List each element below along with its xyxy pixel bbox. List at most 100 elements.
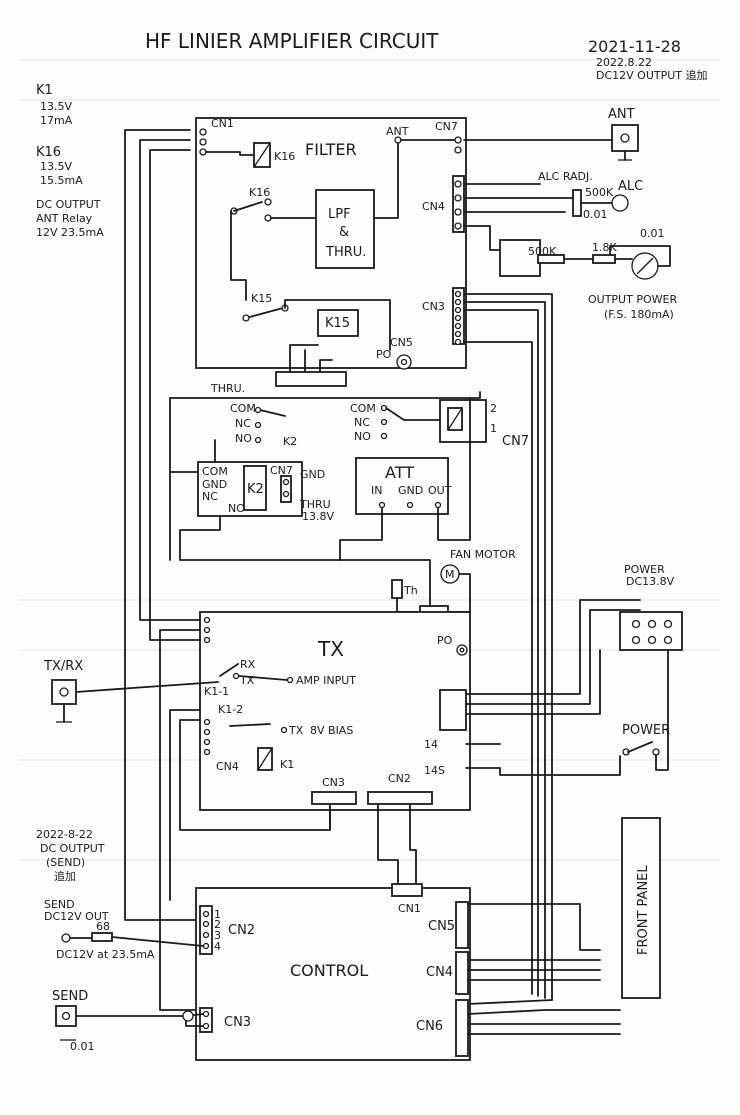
- k1-2-label: K1-2: [218, 703, 243, 716]
- filter-cn4-label: CN4: [422, 200, 445, 213]
- front-panel: FRONT PANEL: [621, 817, 661, 999]
- power-connector: [619, 611, 683, 651]
- tx-cn4-label: CN4: [216, 760, 239, 773]
- dc-output-note: DC OUTPUT: [36, 198, 101, 211]
- control-board-outline: [195, 887, 471, 1061]
- thermistor: [391, 579, 403, 599]
- k2-label: K2: [283, 435, 297, 448]
- att-out: OUT: [428, 484, 452, 497]
- filter-title: FILTER: [305, 140, 357, 159]
- filter-board: FILTER CN1 K16 K16 LPF & THRU. ANT K15 K…: [195, 117, 467, 395]
- front-panel-label: FRONT PANEL: [636, 865, 651, 955]
- k1-1-label: K1-1: [204, 685, 229, 698]
- k16-note-current: 15.5mA: [40, 174, 83, 187]
- tx-rx-pin-label: RX: [240, 658, 256, 671]
- inner-nc: NC: [202, 490, 218, 503]
- inner-k2-label: K2: [247, 482, 264, 497]
- power-switch-label: POWER: [622, 723, 670, 738]
- send-label: SEND: [52, 989, 88, 1004]
- output-section: ANT ALC RADJ. 500K 0.01 ALC 500K 1.8K 0.…: [463, 107, 677, 1001]
- cn7-com-label: COM: [350, 402, 376, 415]
- meter-500k-label: 500K: [528, 245, 557, 258]
- dc-note-date: 2022-8-22: [36, 828, 93, 841]
- cn7-relay: [439, 399, 487, 443]
- left-bus-wires: [124, 129, 331, 1011]
- dc-note-added: 追加: [54, 869, 76, 883]
- inner-no: NO: [228, 502, 245, 515]
- k16-note-voltage: 13.5V: [40, 160, 72, 173]
- tx-title: TX: [317, 637, 344, 661]
- meter-0.01-label: 0.01: [640, 227, 665, 240]
- lpf-amp: &: [339, 225, 349, 240]
- ant-label: ANT: [608, 107, 635, 122]
- txrx-label: TX/RX: [43, 659, 83, 674]
- resistor-68: [91, 932, 113, 942]
- cn2-pin-1: 1: [214, 908, 221, 921]
- k1-relay-label: K1: [280, 758, 294, 771]
- inner-gnd: GND: [202, 478, 227, 491]
- meter-rectifier: [499, 239, 541, 277]
- k1-note-current: 17mA: [40, 114, 73, 127]
- filter-cn3-label: CN3: [422, 300, 445, 313]
- ant-relay-rating: 12V 23.5mA: [36, 226, 104, 239]
- att-in: IN: [371, 484, 382, 497]
- cn7-no-label: NO: [354, 430, 371, 443]
- send-dc-jack: [61, 933, 71, 943]
- filter-po-label: PO: [376, 348, 392, 361]
- lpf-thru-block: [315, 189, 375, 269]
- alc-label: ALC: [618, 179, 643, 194]
- inner-cn7-label: CN7: [270, 464, 293, 477]
- att-box: [355, 457, 449, 515]
- revision-note: DC12V OUTPUT 追加: [596, 68, 708, 82]
- fan-m: M: [445, 568, 455, 581]
- k15-switch-label: K15: [251, 292, 272, 305]
- diagram-title: HF LINIER AMPLIFIER CIRCUIT: [145, 29, 439, 53]
- att-block: ATT IN GND OUT: [339, 397, 471, 561]
- k1-note-voltage: 13.5V: [40, 100, 72, 113]
- tx-po-label: PO: [437, 634, 453, 647]
- txrx-connector: TX/RX: [43, 659, 219, 723]
- meter-1.8k-label: 1.8K: [592, 241, 617, 254]
- k2-com-label: COM: [230, 402, 256, 415]
- power-label: POWER: [624, 563, 665, 576]
- send-dc-out-label: DC12V OUT: [44, 910, 109, 923]
- control-cn1-label: CN1: [398, 902, 421, 915]
- control-title: CONTROL: [290, 961, 368, 980]
- alc-500k-label: 500K: [585, 186, 614, 199]
- tx-board: TX RX TX K1-1 AMP INPUT K1-2 TX 8V BIAS …: [199, 599, 641, 811]
- tx-cn2-label: CN2: [388, 772, 411, 785]
- filter-ant-label: ANT: [386, 125, 409, 138]
- control-board: CONTROL CN1 1 2 3 4 CN2 CN3 CN5 CN4 CN6: [195, 803, 621, 1061]
- dc-23ma-label: DC12V at 23.5mA: [56, 948, 155, 961]
- gnd-label: GND: [300, 468, 325, 481]
- relay-block: COM NC NO K2 COM NC NO 2 1 CN7 COM GND N…: [169, 391, 529, 561]
- bias-label: 8V BIAS: [310, 724, 353, 737]
- filter-cn7-label: CN7: [435, 120, 458, 133]
- thru-label: THRU.: [325, 245, 366, 260]
- att-gnd: GND: [398, 484, 423, 497]
- alc-0.01-label: 0.01: [583, 208, 608, 221]
- cn7-pin-2: 2: [490, 402, 497, 415]
- fan-motor-label: FAN MOTOR: [450, 548, 516, 561]
- k2-nc-label: NC: [235, 417, 251, 430]
- date-revised: 2022.8.22: [596, 56, 652, 69]
- control-cn3-label: CN3: [224, 1015, 251, 1030]
- control-cn5-label: CN5: [428, 919, 455, 934]
- k15-relay-label: K15: [325, 316, 350, 331]
- r68-label: 68: [96, 920, 110, 933]
- tx-14-label: 14: [424, 738, 438, 751]
- tx-14s-label: 14S: [424, 764, 445, 777]
- cn2-pin-2: 2: [214, 918, 221, 931]
- control-cn6-label: CN6: [416, 1019, 443, 1034]
- k16-note-name: K16: [36, 145, 61, 160]
- cn7-nc-label: NC: [354, 416, 370, 429]
- control-cn4-label: CN4: [426, 965, 453, 980]
- output-power-label: OUTPUT POWER: [588, 293, 677, 306]
- alc-radj-label: ALC RADJ.: [538, 170, 593, 183]
- inner-com: COM: [202, 465, 228, 478]
- cn7-relay-label: CN7: [502, 434, 529, 449]
- ant-relay-note: ANT Relay: [36, 212, 93, 225]
- fan-motor: FAN MOTOR M Th: [179, 548, 516, 619]
- filter-cn1-label: CN1: [211, 117, 234, 130]
